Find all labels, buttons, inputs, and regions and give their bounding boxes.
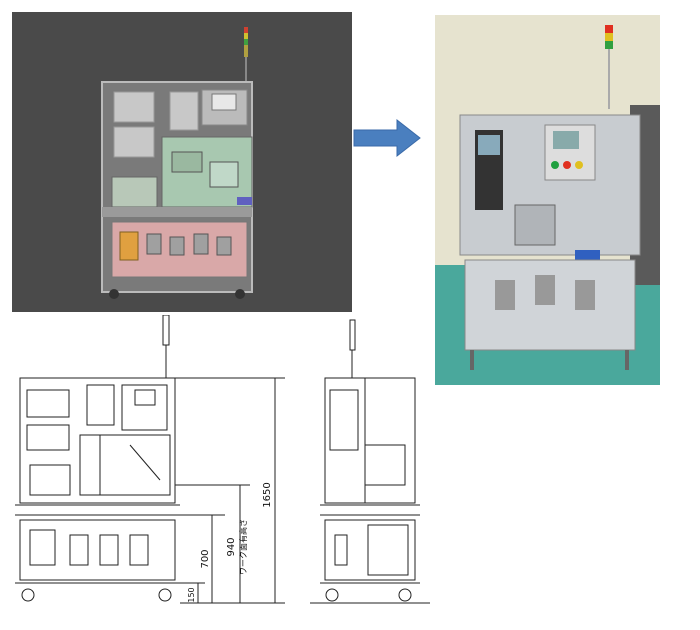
machine-photo: [435, 15, 660, 385]
dimension-total-height: 1650: [262, 482, 273, 507]
dimension-work-label: ワーク面有高さ: [238, 519, 248, 575]
dimension-lines: [175, 377, 285, 604]
render-window-2: [113, 126, 155, 158]
right-arrow-icon: [353, 118, 421, 158]
render-window-1: [113, 91, 155, 123]
side-view: [310, 319, 430, 604]
front-view: [15, 314, 180, 602]
dimension-work-height: 940: [226, 537, 237, 556]
drawing-views: 1650 940 ワーク面有高さ 700 150: [15, 314, 430, 604]
render-door: [169, 91, 199, 131]
cad-render-image: [101, 27, 253, 299]
dimension-caster-height: 150: [187, 587, 196, 602]
cad-render-panel: [12, 12, 352, 312]
machine-photo-image: [435, 15, 660, 385]
dimension-frame-height: 700: [200, 549, 211, 568]
engineering-drawings: 1650 940 ワーク面有高さ 700 150: [0, 314, 440, 615]
